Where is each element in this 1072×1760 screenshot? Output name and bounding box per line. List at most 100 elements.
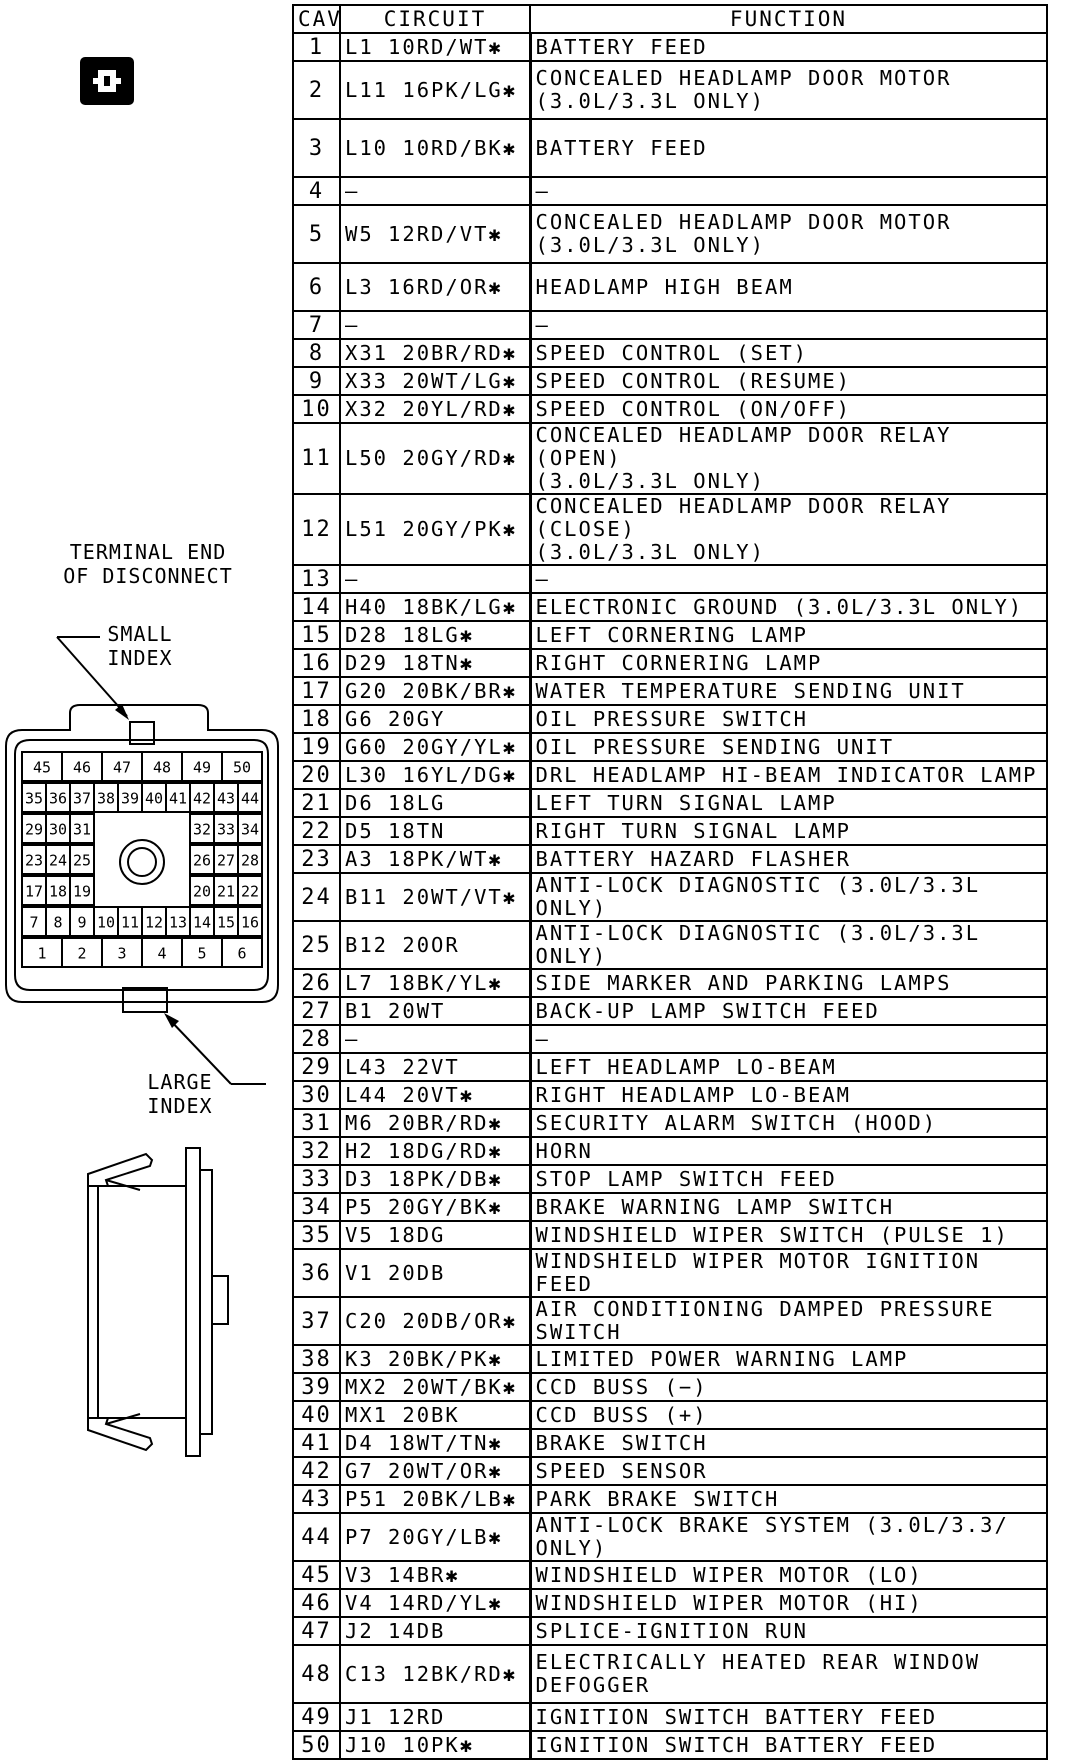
circuit-cell: D5 18TN [339,816,532,846]
function-cell: BRAKE SWITCH [529,1428,1048,1458]
table-row: 4—— [292,176,1048,206]
cav-cell: 47 [292,1616,341,1646]
circuit-cell: G60 20GY/YL✱ [339,732,532,762]
cavity-cell [237,906,263,937]
cavity-number: 50 [233,759,251,777]
cavity-number: 28 [241,852,259,870]
column-header-circuit: CIRCUIT [339,4,531,34]
cav-cell: 16 [292,648,341,678]
cavity-number: 8 [53,914,62,932]
circuit-cell: C20 20DB/OR✱ [339,1296,532,1346]
circuit-cell: L10 10RD/BK✱ [339,118,532,178]
cav-cell: 44 [292,1512,341,1562]
circuit-cell: H40 18BK/LG✱ [339,592,532,622]
cav-cell: 11 [292,422,341,495]
function-cell: WINDSHIELD WIPER MOTOR (HI) [529,1588,1048,1618]
circuit-cell: P7 20GY/LB✱ [339,1512,532,1562]
cav-cell: 26 [292,968,341,998]
cav-cell: 28 [292,1024,341,1054]
cavity-number: 7 [29,914,38,932]
cav-cell: 1 [292,32,341,62]
cavity-number: 22 [241,883,259,901]
cav-cell: 5 [292,204,341,264]
function-cell: CONCEALED HEADLAMP DOOR RELAY (OPEN) (3.… [529,422,1048,495]
circuit-cell: L3 16RD/OR✱ [339,262,532,312]
cavity-number: 18 [49,883,67,901]
circuit-cell: P5 20GY/BK✱ [339,1192,532,1222]
table-header-row: CAV CIRCUIT FUNCTION [292,4,1048,34]
function-cell: LEFT TURN SIGNAL LAMP [529,788,1048,818]
cavity-cell [237,875,263,906]
circuit-cell: L30 16YL/DG✱ [339,760,532,790]
circuit-cell: L7 18BK/YL✱ [339,968,532,998]
cavity-number: 47 [113,759,131,777]
circuit-cell: X33 20WT/LG✱ [339,366,532,396]
cav-cell: 2 [292,60,341,120]
cav-cell: 14 [292,592,341,622]
cavity-cell [69,844,95,875]
connector-side-view [87,1147,229,1457]
cav-cell: 24 [292,872,341,922]
cavity-cell [221,751,263,782]
cav-cell: 38 [292,1344,341,1374]
cav-cell: 4 [292,176,341,206]
function-cell: ANTI-LOCK DIAGNOSTIC (3.0L/3.3L ONLY) [529,920,1048,970]
cav-cell: 35 [292,1220,341,1250]
function-cell: HEADLAMP HIGH BEAM [529,262,1048,312]
cavity-number: 39 [121,790,139,808]
function-cell: CONCEALED HEADLAMP DOOR MOTOR (3.0L/3.3L… [529,60,1048,120]
circuit-cell: G7 20WT/OR✱ [339,1456,532,1486]
circuit-cell: G20 20BK/BR✱ [339,676,532,706]
function-cell: DRL HEADLAMP HI-BEAM INDICATOR LAMP [529,760,1048,790]
function-cell: SPEED SENSOR [529,1456,1048,1486]
cavity-number: 16 [241,914,259,932]
circuit-cell: — [339,1024,532,1054]
small-index-arrowhead [115,704,129,720]
cav-cell: 10 [292,394,341,424]
cav-cell: 20 [292,760,341,790]
terminal-end-label: TERMINAL END OF DISCONNECT [63,540,233,588]
function-cell: CONCEALED HEADLAMP DOOR MOTOR (3.0L/3.3L… [529,204,1048,264]
large-index-label: LARGE INDEX [147,1070,213,1118]
function-cell: SPLICE-IGNITION RUN [529,1616,1048,1646]
cavity-number: 30 [49,821,67,839]
function-cell: WINDSHIELD WIPER MOTOR IGNITION FEED [529,1248,1048,1298]
cavity-number: 5 [197,945,206,963]
cavity-number: 14 [193,914,211,932]
function-cell: SIDE MARKER AND PARKING LAMPS [529,968,1048,998]
cavity-number: 46 [73,759,91,777]
table-row: 28—— [292,1024,1048,1054]
circuit-cell: — [339,564,532,594]
function-cell: SECURITY ALARM SWITCH (HOOD) [529,1108,1048,1138]
column-header-function: FUNCTION [529,4,1048,34]
large-index-arrowhead [164,1013,179,1028]
cavity-number: 23 [25,852,43,870]
function-cell: WINDSHIELD WIPER SWITCH (PULSE 1) [529,1220,1048,1250]
circuit-cell: L51 20GY/PK✱ [339,493,532,566]
function-cell: — [529,310,1048,340]
circuit-cell: — [339,176,532,206]
cav-cell: 49 [292,1702,341,1732]
circuit-cell: MX2 20WT/BK✱ [339,1372,532,1402]
cavity-number: 11 [121,914,139,932]
circuit-cell: B11 20WT/VT✱ [339,872,532,922]
circuit-cell: V5 18DG [339,1220,532,1250]
function-cell: BACK-UP LAMP SWITCH FEED [529,996,1048,1026]
